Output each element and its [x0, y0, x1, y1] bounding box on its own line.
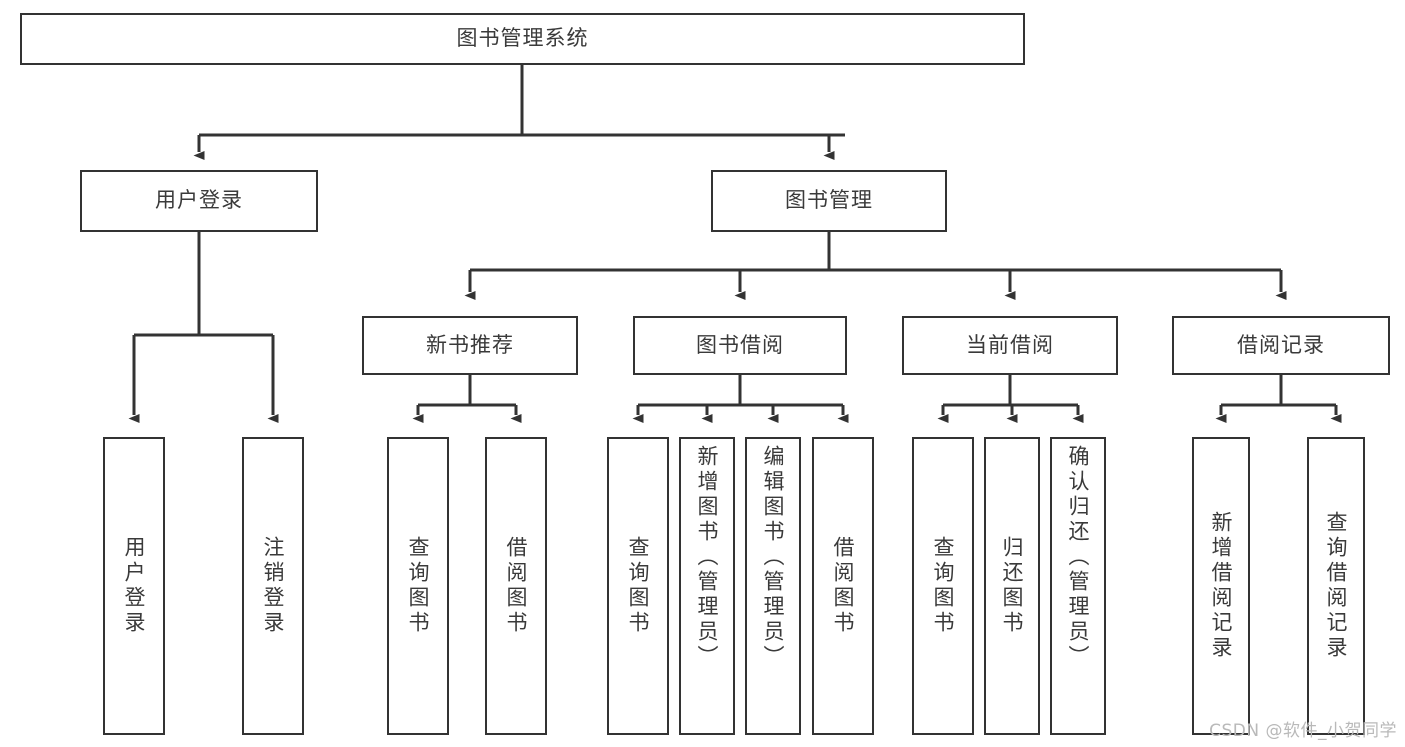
node-book-borrowing[interactable]: 图书借阅: [633, 316, 847, 375]
node-label: 确认归还（管理员）: [1066, 445, 1091, 670]
node-label: 新增图书（管理员）: [695, 445, 720, 670]
node-borrowing-records[interactable]: 借阅记录: [1172, 316, 1390, 375]
node-leaf-borrow-book-newbook[interactable]: 借阅图书: [485, 437, 547, 735]
node-label: 借阅图书: [831, 536, 856, 636]
node-leaf-return-book[interactable]: 归还图书: [984, 437, 1040, 735]
node-label: 编辑图书（管理员）: [761, 445, 786, 670]
node-leaf-confirm-return-admin[interactable]: 确认归还（管理员）: [1050, 437, 1106, 735]
node-current-borrowing[interactable]: 当前借阅: [902, 316, 1118, 375]
node-label: 归还图书: [1000, 536, 1025, 636]
node-leaf-query-book-newbook[interactable]: 查询图书: [387, 437, 449, 735]
node-leaf-user-login[interactable]: 用户登录: [103, 437, 165, 735]
node-label: 查询借阅记录: [1324, 511, 1349, 661]
node-leaf-add-borrow-record[interactable]: 新增借阅记录: [1192, 437, 1250, 735]
node-leaf-query-book-current[interactable]: 查询图书: [912, 437, 974, 735]
node-root-book-management-system[interactable]: 图书管理系统: [20, 13, 1025, 65]
node-book-management[interactable]: 图书管理: [711, 170, 947, 232]
node-label: 借阅图书: [504, 536, 529, 636]
node-label: 注销登录: [261, 536, 286, 636]
node-label: 用户登录: [155, 188, 243, 213]
node-leaf-edit-book-admin[interactable]: 编辑图书（管理员）: [745, 437, 801, 735]
node-leaf-borrow-book[interactable]: 借阅图书: [812, 437, 874, 735]
node-leaf-query-book-borrowing[interactable]: 查询图书: [607, 437, 669, 735]
node-label: 新书推荐: [426, 332, 514, 357]
node-label: 图书管理: [785, 188, 873, 213]
node-leaf-logout[interactable]: 注销登录: [242, 437, 304, 735]
node-user-login[interactable]: 用户登录: [80, 170, 318, 232]
node-leaf-query-borrow-record[interactable]: 查询借阅记录: [1307, 437, 1365, 735]
node-label: 用户登录: [122, 536, 147, 636]
node-label: 图书管理系统: [456, 26, 589, 51]
node-label: 查询图书: [626, 536, 651, 636]
node-label: 图书借阅: [696, 332, 784, 357]
node-leaf-add-book-admin[interactable]: 新增图书（管理员）: [679, 437, 735, 735]
node-label: 查询图书: [931, 536, 956, 636]
node-label: 查询图书: [406, 536, 431, 636]
node-label: 当前借阅: [966, 332, 1054, 357]
node-new-book-recommendation[interactable]: 新书推荐: [362, 316, 578, 375]
node-label: 新增借阅记录: [1209, 511, 1234, 661]
node-label: 借阅记录: [1237, 332, 1325, 357]
